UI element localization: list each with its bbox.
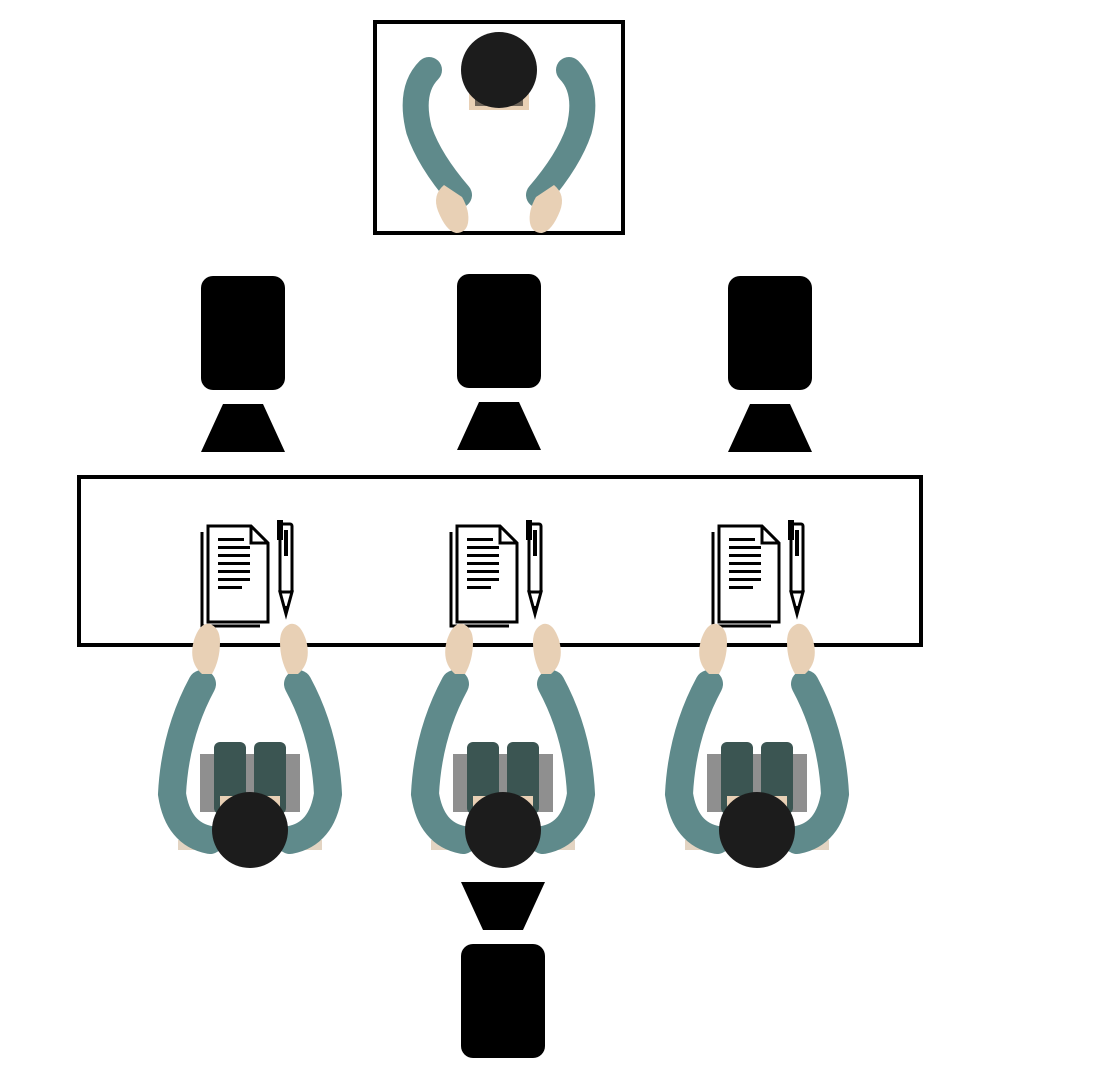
- camera-icon: [457, 274, 541, 450]
- participant-icon: [172, 624, 328, 868]
- document-pen-icon: [449, 518, 543, 628]
- participant-icon: [679, 624, 835, 868]
- camera-icon: [201, 276, 285, 452]
- participant-icon: [425, 624, 581, 868]
- rear-camera-icon: [461, 882, 545, 1058]
- presenter-frame: [373, 20, 625, 235]
- document-pen-icon: [711, 518, 805, 628]
- table-frame: [77, 475, 923, 647]
- presenter-icon: [416, 32, 583, 233]
- document-pen-icon: [200, 518, 294, 628]
- camera-icon: [728, 276, 812, 452]
